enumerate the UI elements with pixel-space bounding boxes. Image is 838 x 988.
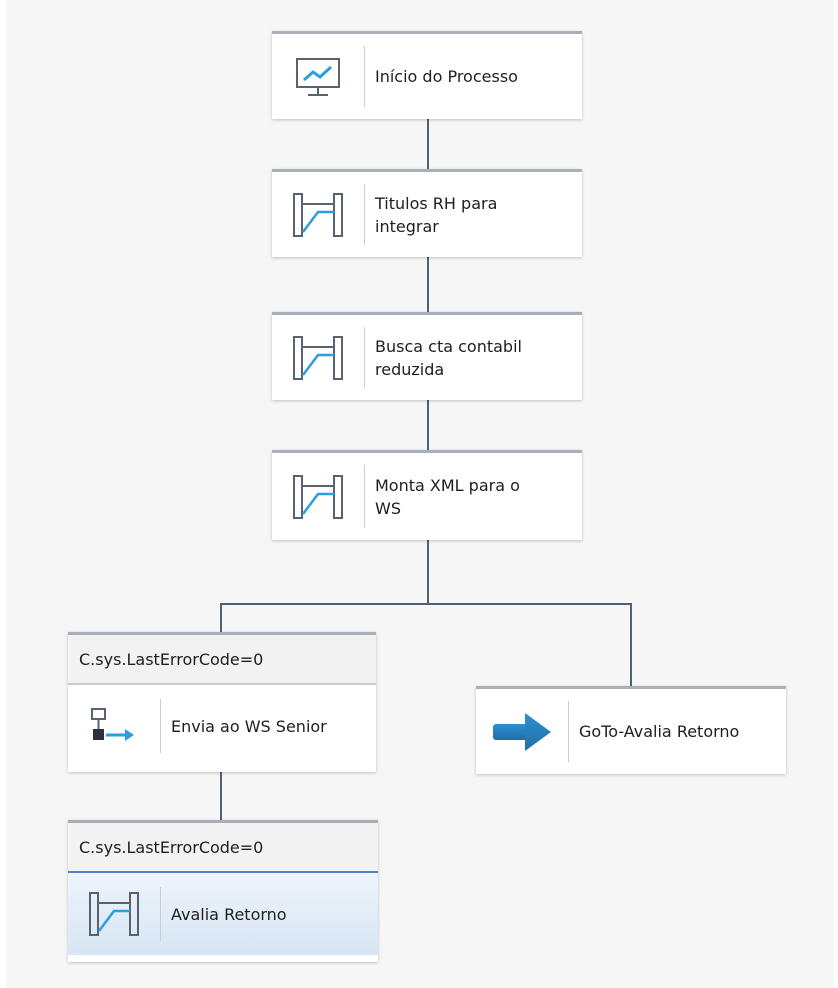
- condition-header: C.sys.LastErrorCode=0: [68, 635, 376, 685]
- node-avalia-retorno[interactable]: C.sys.LastErrorCode=0 Avalia Retorno: [68, 820, 378, 962]
- condition-header: C.sys.LastErrorCode=0: [68, 823, 378, 873]
- transform-icon: [293, 192, 343, 237]
- diagram-canvas: Início do Processo Titulos RH para integ…: [6, 0, 834, 988]
- connector-inicio-titulos: [427, 119, 429, 169]
- node-label: Busca cta contabil reduzida: [375, 336, 522, 379]
- node-label: Avalia Retorno: [171, 904, 287, 924]
- connector-envia-avalia: [220, 772, 222, 820]
- node-label: GoTo-Avalia Retorno: [579, 722, 740, 741]
- connector-titulos-busca: [427, 257, 429, 312]
- connector-monta-branch: [427, 540, 429, 604]
- transform-icon: [293, 335, 343, 380]
- connector-branch-goto: [630, 603, 632, 686]
- node-envia-ws-senior[interactable]: C.sys.LastErrorCode=0 Envia ao WS Senior: [68, 632, 376, 772]
- selected-node-body: Avalia Retorno: [68, 871, 378, 955]
- connector-branch-envia: [220, 603, 222, 633]
- node-label: Início do Processo: [375, 67, 518, 86]
- node-label: Monta XML para o WS: [375, 475, 520, 518]
- web-service-send-icon: [91, 708, 134, 741]
- node-label: Titulos RH para integrar: [375, 193, 498, 236]
- connector-busca-monta: [427, 400, 429, 450]
- node-monta-xml[interactable]: Monta XML para o WS: [272, 450, 582, 540]
- condition-label: C.sys.LastErrorCode=0: [79, 649, 264, 669]
- connector-branch-horizontal: [220, 603, 632, 605]
- monitor-chart-icon: [296, 57, 340, 96]
- node-label: Envia ao WS Senior: [171, 716, 327, 736]
- node-titulos-rh[interactable]: Titulos RH para integrar: [272, 169, 582, 257]
- node-busca-cta[interactable]: Busca cta contabil reduzida: [272, 312, 582, 400]
- node-inicio-processo[interactable]: Início do Processo: [272, 31, 582, 119]
- goto-arrow-icon: [493, 712, 551, 751]
- node-goto-avalia[interactable]: GoTo-Avalia Retorno: [476, 686, 786, 774]
- condition-label: C.sys.LastErrorCode=0: [79, 837, 264, 857]
- transform-icon: [293, 474, 343, 519]
- transform-icon: [89, 892, 139, 936]
